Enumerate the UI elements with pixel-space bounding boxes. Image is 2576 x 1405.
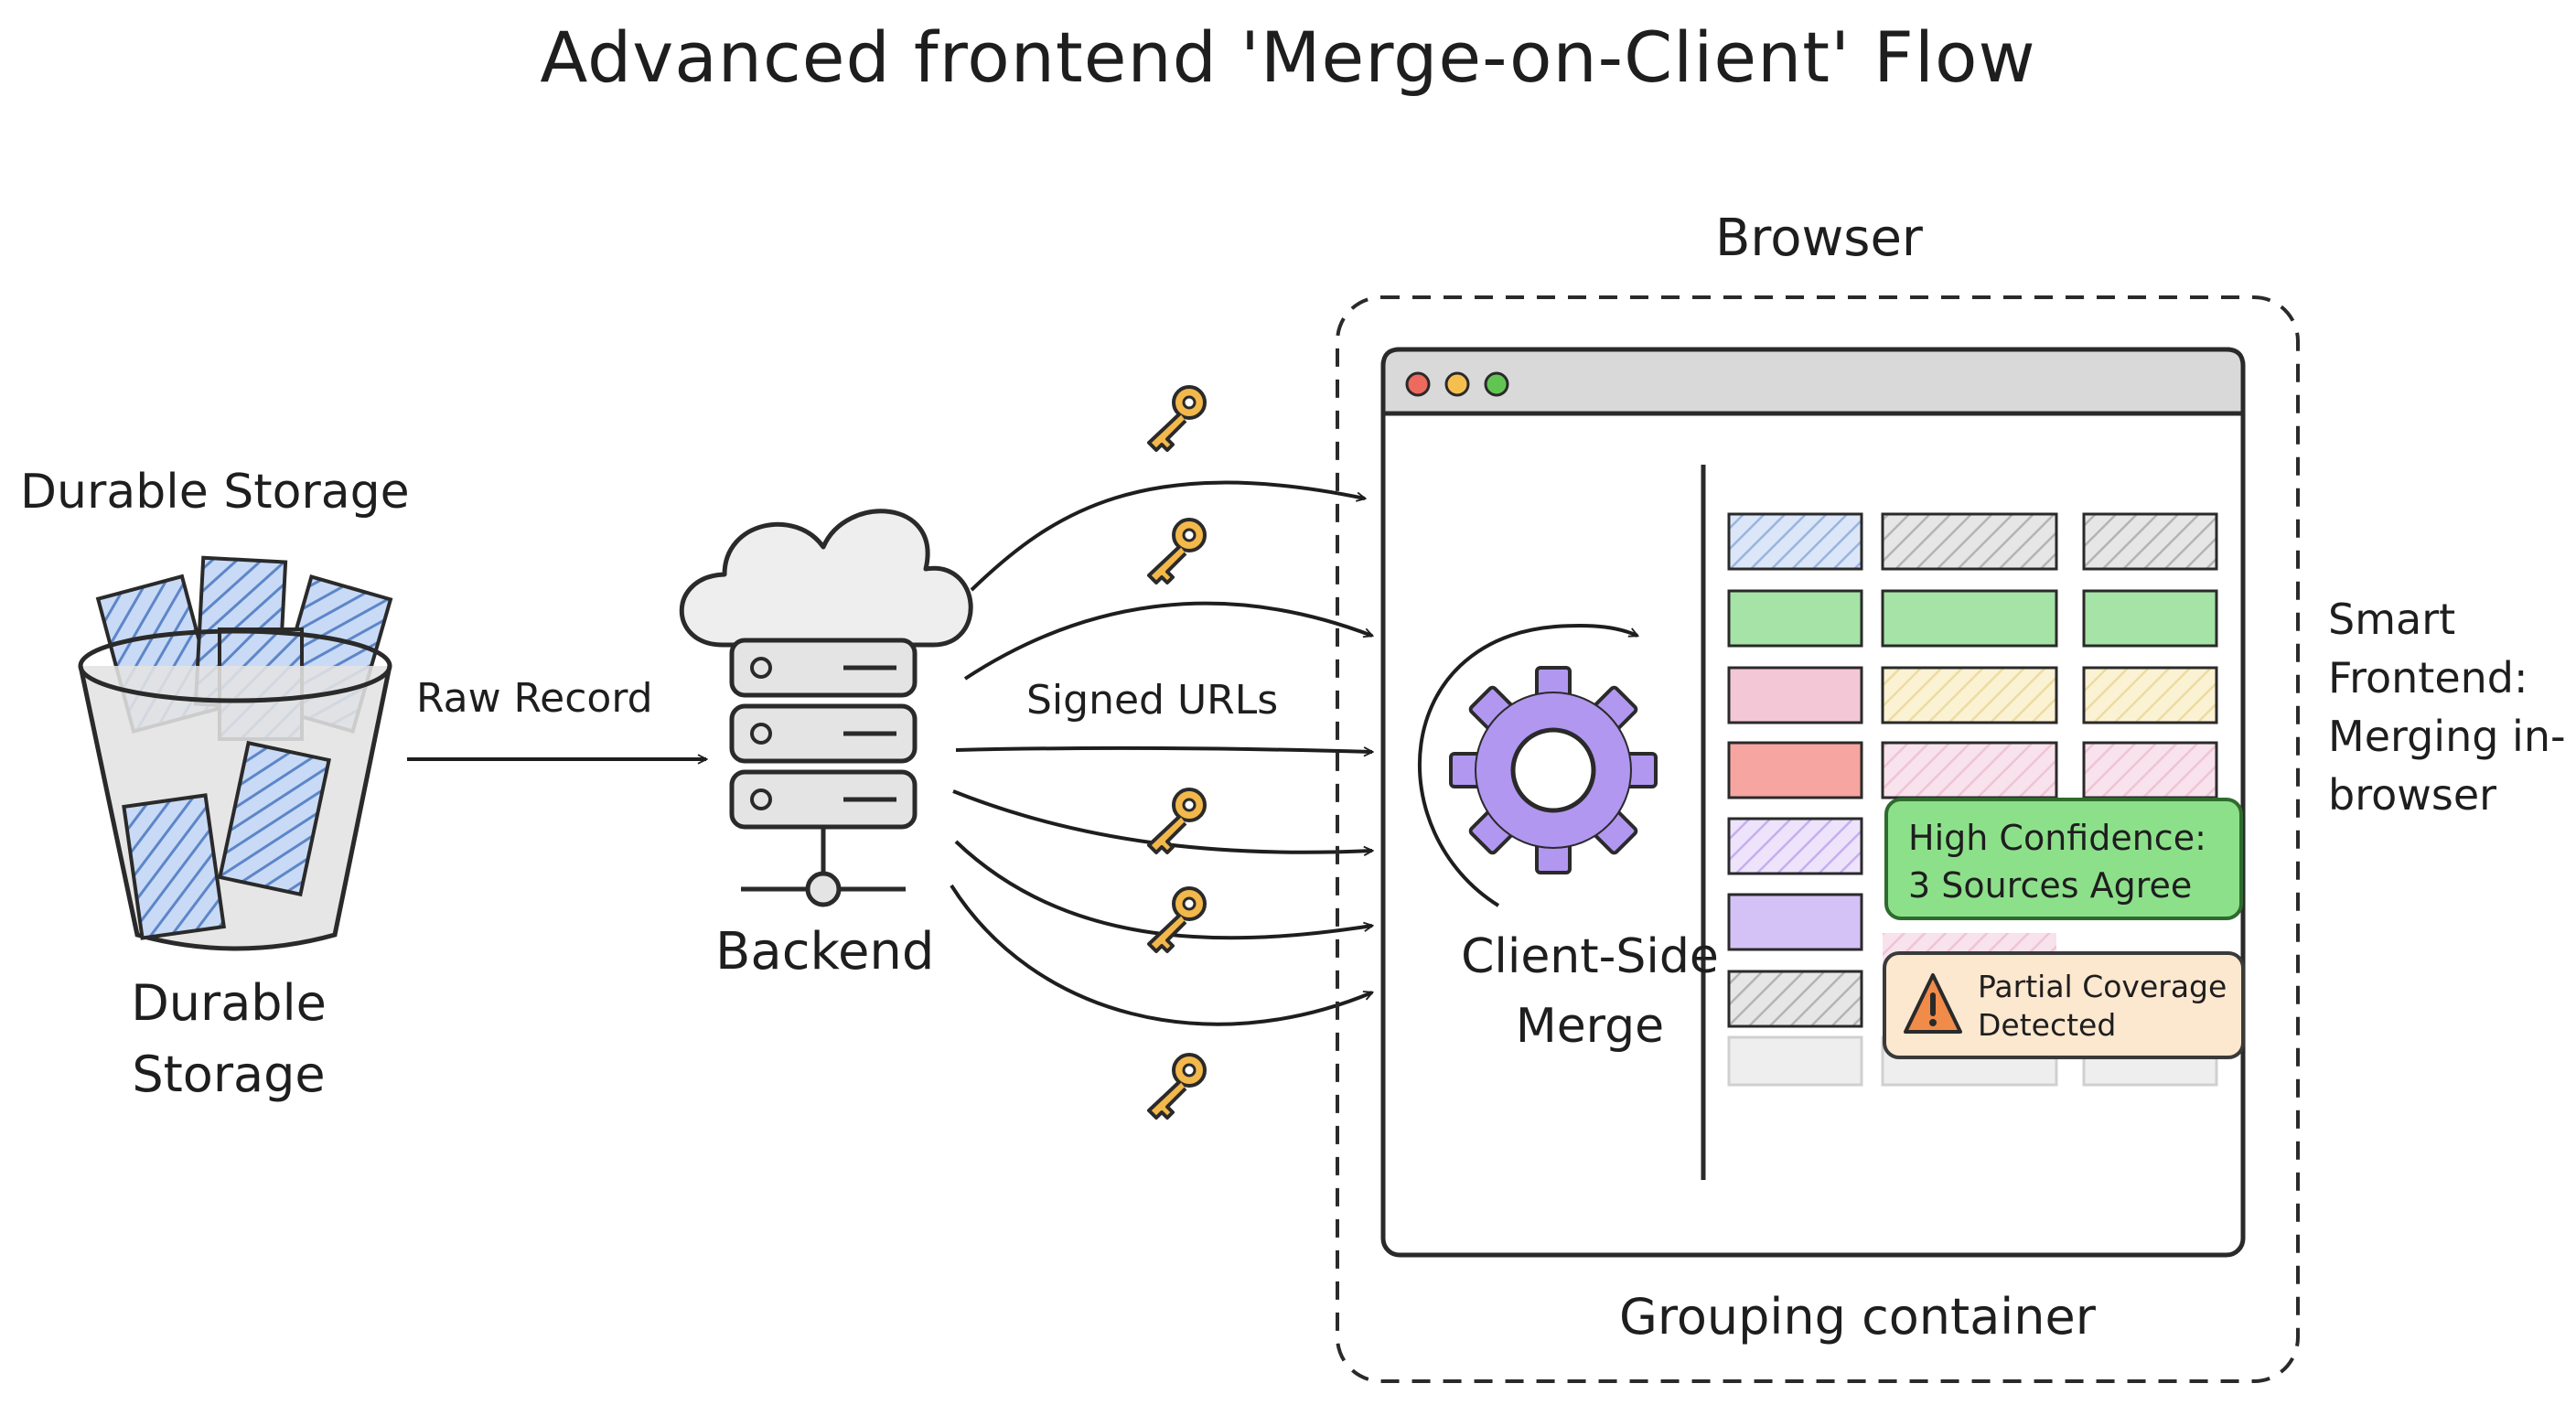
storage-caption: Durable Storage xyxy=(131,974,327,1103)
raw-record-label: Raw Record xyxy=(416,675,653,722)
merge-cycle-arrow xyxy=(1418,624,1637,907)
key-icon xyxy=(1147,385,1207,452)
signed-urls-label: Signed URLs xyxy=(1026,677,1279,724)
key-icon xyxy=(1147,518,1207,585)
browser-title: Browser xyxy=(1715,209,1923,268)
grouping-container xyxy=(1336,295,2300,1383)
gear-icon xyxy=(1449,666,1658,874)
signed-url-arrow xyxy=(955,745,1372,752)
bucket-icon xyxy=(78,555,393,951)
window-close-dot xyxy=(1405,371,1431,397)
key-icon xyxy=(1147,788,1207,854)
window-maximize-dot xyxy=(1484,371,1509,397)
diagram-title: Advanced frontend 'Merge-on-Client' Flow xyxy=(540,16,2036,98)
key-icon xyxy=(1147,886,1207,953)
signed-url-arrow xyxy=(970,480,1365,592)
partial-coverage-badge: Partial Coverage Detected xyxy=(1883,951,2245,1059)
cloud-server-icon xyxy=(679,509,973,907)
signed-url-arrow xyxy=(950,884,1372,1026)
backend-label: Backend xyxy=(715,922,935,981)
key-icon xyxy=(1147,1053,1207,1120)
storage-header: Durable Storage xyxy=(20,465,410,520)
signed-url-arrow xyxy=(963,601,1372,681)
grouping-container-label: Grouping container xyxy=(1619,1288,2096,1346)
high-confidence-badge: High Confidence: 3 Sources Agree xyxy=(1884,798,2243,920)
window-minimize-dot xyxy=(1444,371,1470,397)
data-grid xyxy=(1727,512,2218,1087)
partial-coverage-text: Partial Coverage Detected xyxy=(1978,969,2227,1043)
warning-icon xyxy=(1904,973,1962,1034)
signed-url-arrow xyxy=(954,840,1372,940)
smart-frontend-note: Smart Frontend: Merging in-browser xyxy=(2328,595,2566,820)
client-side-merge-label: Client-Side Merge xyxy=(1461,929,1719,1054)
high-confidence-text: High Confidence: 3 Sources Agree xyxy=(1908,818,2206,906)
